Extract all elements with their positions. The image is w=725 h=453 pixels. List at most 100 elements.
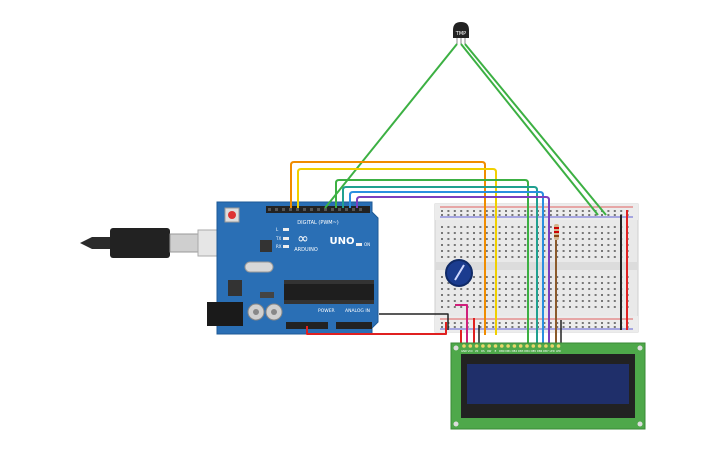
breadboard-hole xyxy=(594,232,597,234)
breadboard-hole xyxy=(466,226,469,228)
breadboard-hole xyxy=(498,226,501,228)
lcd-pin xyxy=(506,344,510,348)
breadboard-hole xyxy=(473,300,475,302)
breadboard-hole xyxy=(569,306,571,308)
breadboard-hole xyxy=(511,306,514,308)
breadboard-hole xyxy=(588,322,591,324)
breadboard-hole xyxy=(466,250,469,252)
breadboard-hole xyxy=(581,322,584,324)
lcd-pin xyxy=(500,344,504,348)
breadboard-hole xyxy=(517,226,520,228)
breadboard-hole xyxy=(562,256,565,258)
breadboard-hole xyxy=(569,226,571,228)
tmp-label: TMP xyxy=(455,31,466,37)
breadboard-hole xyxy=(505,322,507,324)
breadboard-hole xyxy=(505,256,507,258)
breadboard-hole xyxy=(498,256,501,258)
breadboard-hole xyxy=(473,244,475,246)
breadboard-hole xyxy=(607,306,610,308)
breadboard-hole xyxy=(492,210,495,212)
breadboard-hole xyxy=(556,276,559,278)
breadboard-hole xyxy=(549,238,552,240)
breadboard-hole xyxy=(517,256,520,258)
breadboard-hole xyxy=(549,300,552,302)
breadboard-hole xyxy=(549,250,552,252)
breadboard-hole xyxy=(556,288,559,290)
breadboard-hole xyxy=(466,244,469,246)
breadboard-hole xyxy=(613,276,616,278)
breadboard-hole xyxy=(569,256,571,258)
breadboard-hole xyxy=(517,294,520,296)
digital-label: DIGITAL (PWM~) xyxy=(297,220,339,226)
breadboard-hole xyxy=(517,214,520,216)
breadboard-hole xyxy=(575,282,578,284)
breadboard-hole xyxy=(588,276,591,278)
breadboard-hole xyxy=(505,288,507,290)
breadboard-hole xyxy=(562,288,565,290)
breadboard-hole xyxy=(581,232,584,234)
breadboard-hole xyxy=(588,288,591,290)
breadboard-hole xyxy=(543,250,546,252)
tx-led-label: TX xyxy=(275,236,281,241)
microcontroller-chip xyxy=(284,284,374,300)
breadboard-hole xyxy=(466,214,469,216)
breadboard-hole xyxy=(569,282,571,284)
breadboard-hole xyxy=(498,210,501,212)
breadboard-hole xyxy=(466,300,469,302)
breadboard-hole xyxy=(575,322,578,324)
breadboard-hole xyxy=(549,276,552,278)
breadboard-hole xyxy=(549,326,552,328)
breadboard-hole xyxy=(575,214,578,216)
breadboard-hole xyxy=(549,244,552,246)
breadboard-hole xyxy=(460,244,463,246)
breadboard-hole xyxy=(498,294,501,296)
breadboard-hole xyxy=(543,256,546,258)
breadboard-hole xyxy=(460,306,463,308)
breadboard-hole xyxy=(588,294,591,296)
breadboard-hole xyxy=(492,232,495,234)
breadboard-hole xyxy=(511,250,514,252)
wires xyxy=(290,43,628,345)
breadboard-hole xyxy=(607,288,610,290)
breadboard-hole xyxy=(594,226,597,228)
breadboard-hole xyxy=(569,276,571,278)
breadboard-hole xyxy=(569,250,571,252)
breadboard-hole xyxy=(613,226,616,228)
breadboard-hole xyxy=(556,322,559,324)
lcd-pin xyxy=(518,344,523,348)
breadboard-hole xyxy=(549,214,552,216)
breadboard-hole xyxy=(498,244,501,246)
breadboard-hole xyxy=(613,238,616,240)
lcd-pin xyxy=(487,344,492,348)
breadboard-hole xyxy=(562,214,565,216)
breadboard-hole xyxy=(530,276,533,278)
breadboard-hole xyxy=(485,294,488,296)
breadboard-hole xyxy=(441,238,443,240)
breadboard-hole xyxy=(453,232,456,234)
breadboard-hole xyxy=(524,226,527,228)
breadboard-hole xyxy=(441,250,443,252)
breadboard-hole xyxy=(517,300,520,302)
breadboard-hole xyxy=(543,294,546,296)
breadboard-hole xyxy=(607,300,610,302)
breadboard-hole xyxy=(594,322,597,324)
breadboard-hole xyxy=(575,244,578,246)
breadboard-hole xyxy=(607,276,610,278)
breadboard-hole xyxy=(460,232,463,234)
breadboard-hole xyxy=(556,294,559,296)
breadboard-hole xyxy=(543,226,546,228)
breadboard-hole xyxy=(613,214,616,216)
breadboard-hole xyxy=(453,300,456,302)
usb-cable xyxy=(80,228,221,258)
temperature-sensor: TMP xyxy=(453,22,469,44)
lcd-pin-label: RS xyxy=(481,349,485,353)
breadboard-hole xyxy=(543,282,546,284)
breadboard-hole xyxy=(447,232,450,234)
breadboard-hole xyxy=(524,326,527,328)
breadboard-hole xyxy=(511,276,514,278)
lcd-pin-label: GND xyxy=(461,349,467,353)
breadboard-hole xyxy=(601,294,603,296)
breadboard-hole xyxy=(575,256,578,258)
breadboard-hole xyxy=(601,226,603,228)
